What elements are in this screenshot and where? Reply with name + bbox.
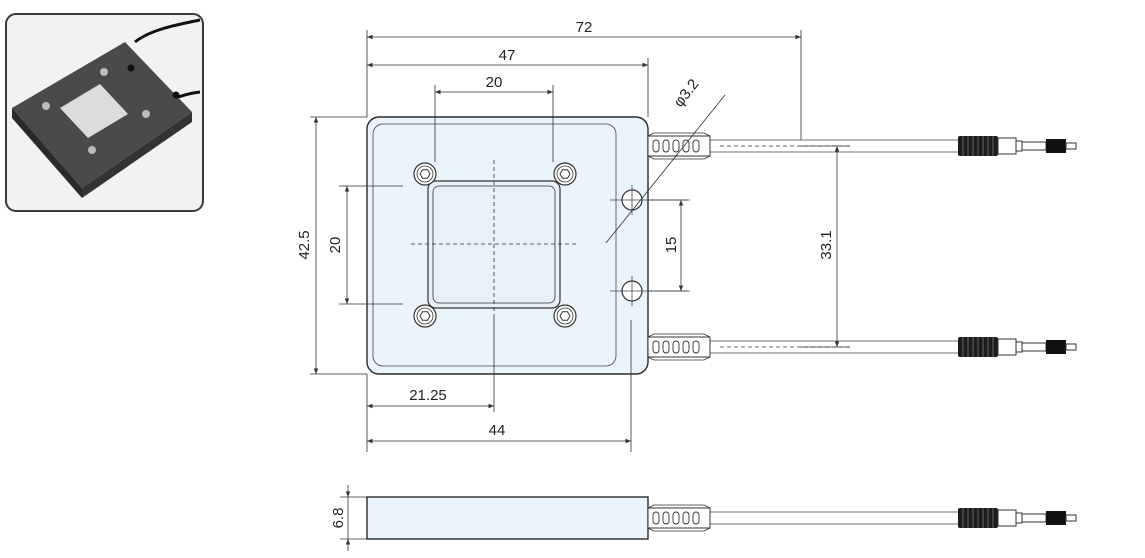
body-inner-edge xyxy=(372,123,617,367)
cable-boot-side xyxy=(647,504,711,532)
hex-socket-screw-icon xyxy=(413,162,437,186)
fiber-connector-icon xyxy=(957,135,1077,157)
hex-socket-screw-icon xyxy=(553,162,577,186)
dim-body-height: 42.5 xyxy=(296,230,313,259)
top-view xyxy=(366,116,1077,375)
dim-thickness: 6.8 xyxy=(330,508,347,529)
dim-body-width: 44 xyxy=(489,422,506,439)
cable-boot-top xyxy=(647,132,711,160)
sensor-product-photo-icon xyxy=(12,18,201,198)
fiber-connector-icon xyxy=(957,336,1077,358)
dim-mount-hole-spacing: 15 xyxy=(663,237,680,254)
hex-socket-screw-icon xyxy=(413,304,437,328)
dim-body-length-with-boot: 47 xyxy=(499,47,516,64)
dim-fiber-spacing: 33.1 xyxy=(818,230,835,259)
sensor-body-side xyxy=(366,496,649,540)
side-view xyxy=(366,496,1077,540)
dim-screw-spacing-horizontal: 20 xyxy=(486,74,503,91)
dim-overall-length: 72 xyxy=(576,19,593,36)
dim-mount-hole-diameter: φ3.2 xyxy=(670,76,702,111)
fiber-connector-icon xyxy=(957,507,1077,529)
dim-window-center-offset: 21.25 xyxy=(409,387,447,404)
hex-socket-screw-icon xyxy=(553,304,577,328)
dim-screw-spacing-vertical: 20 xyxy=(327,237,344,254)
product-photo xyxy=(5,13,204,212)
cable-boot-bottom xyxy=(647,333,711,361)
